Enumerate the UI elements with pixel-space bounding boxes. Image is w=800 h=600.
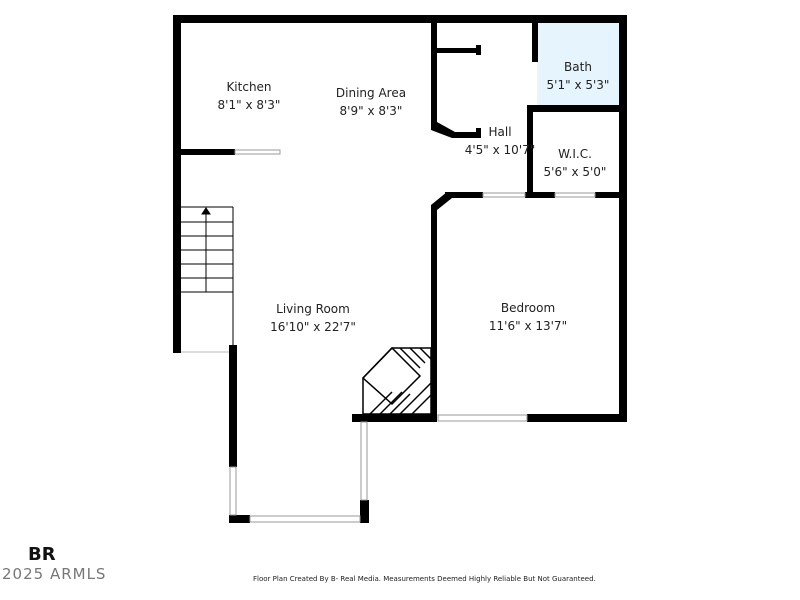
room-name: Bath — [564, 60, 592, 74]
room-name: Kitchen — [226, 80, 272, 94]
room-size: 5'6" x 5'0" — [543, 165, 607, 179]
logo-mark: BR — [28, 544, 56, 565]
room-wic: W.I.C. 5'6" x 5'0" — [544, 145, 607, 181]
fireplace-icon — [361, 346, 432, 415]
room-size: 16'10" x 22'7" — [270, 320, 356, 334]
stairs — [181, 206, 234, 353]
room-size: 11'6" x 13'7" — [488, 319, 568, 333]
room-name: Dining Area — [335, 86, 407, 100]
room-name: Hall — [488, 125, 512, 139]
room-size: 4'5" x 10'7" — [464, 143, 536, 157]
room-living-room: Living Room 16'10" x 22'7" — [270, 300, 356, 336]
room-bedroom: Bedroom 11'6" x 13'7" — [489, 299, 567, 335]
room-size: 8'1" x 8'3" — [217, 98, 281, 112]
room-dining-area: Dining Area 8'9" x 8'3" — [336, 84, 406, 120]
room-name: W.I.C. — [558, 147, 592, 161]
windows — [229, 149, 596, 523]
room-size: 8'9" x 8'3" — [339, 104, 403, 118]
bath-fill — [537, 23, 619, 105]
room-name: Bedroom — [500, 301, 556, 315]
footer-disclaimer: Floor Plan Created By B- Real Media. Mea… — [253, 575, 596, 583]
room-bath: Bath 5'1" x 5'3" — [547, 58, 610, 94]
watermark-logo: BR 2025 ARMLS — [2, 546, 106, 583]
watermark-text: 2025 ARMLS — [2, 565, 107, 583]
room-size: 5'1" x 5'3" — [546, 78, 610, 92]
room-kitchen: Kitchen 8'1" x 8'3" — [218, 78, 281, 114]
room-name: Living Room — [276, 302, 350, 316]
room-hall: Hall 4'5" x 10'7" — [465, 123, 536, 159]
walls — [173, 15, 627, 523]
